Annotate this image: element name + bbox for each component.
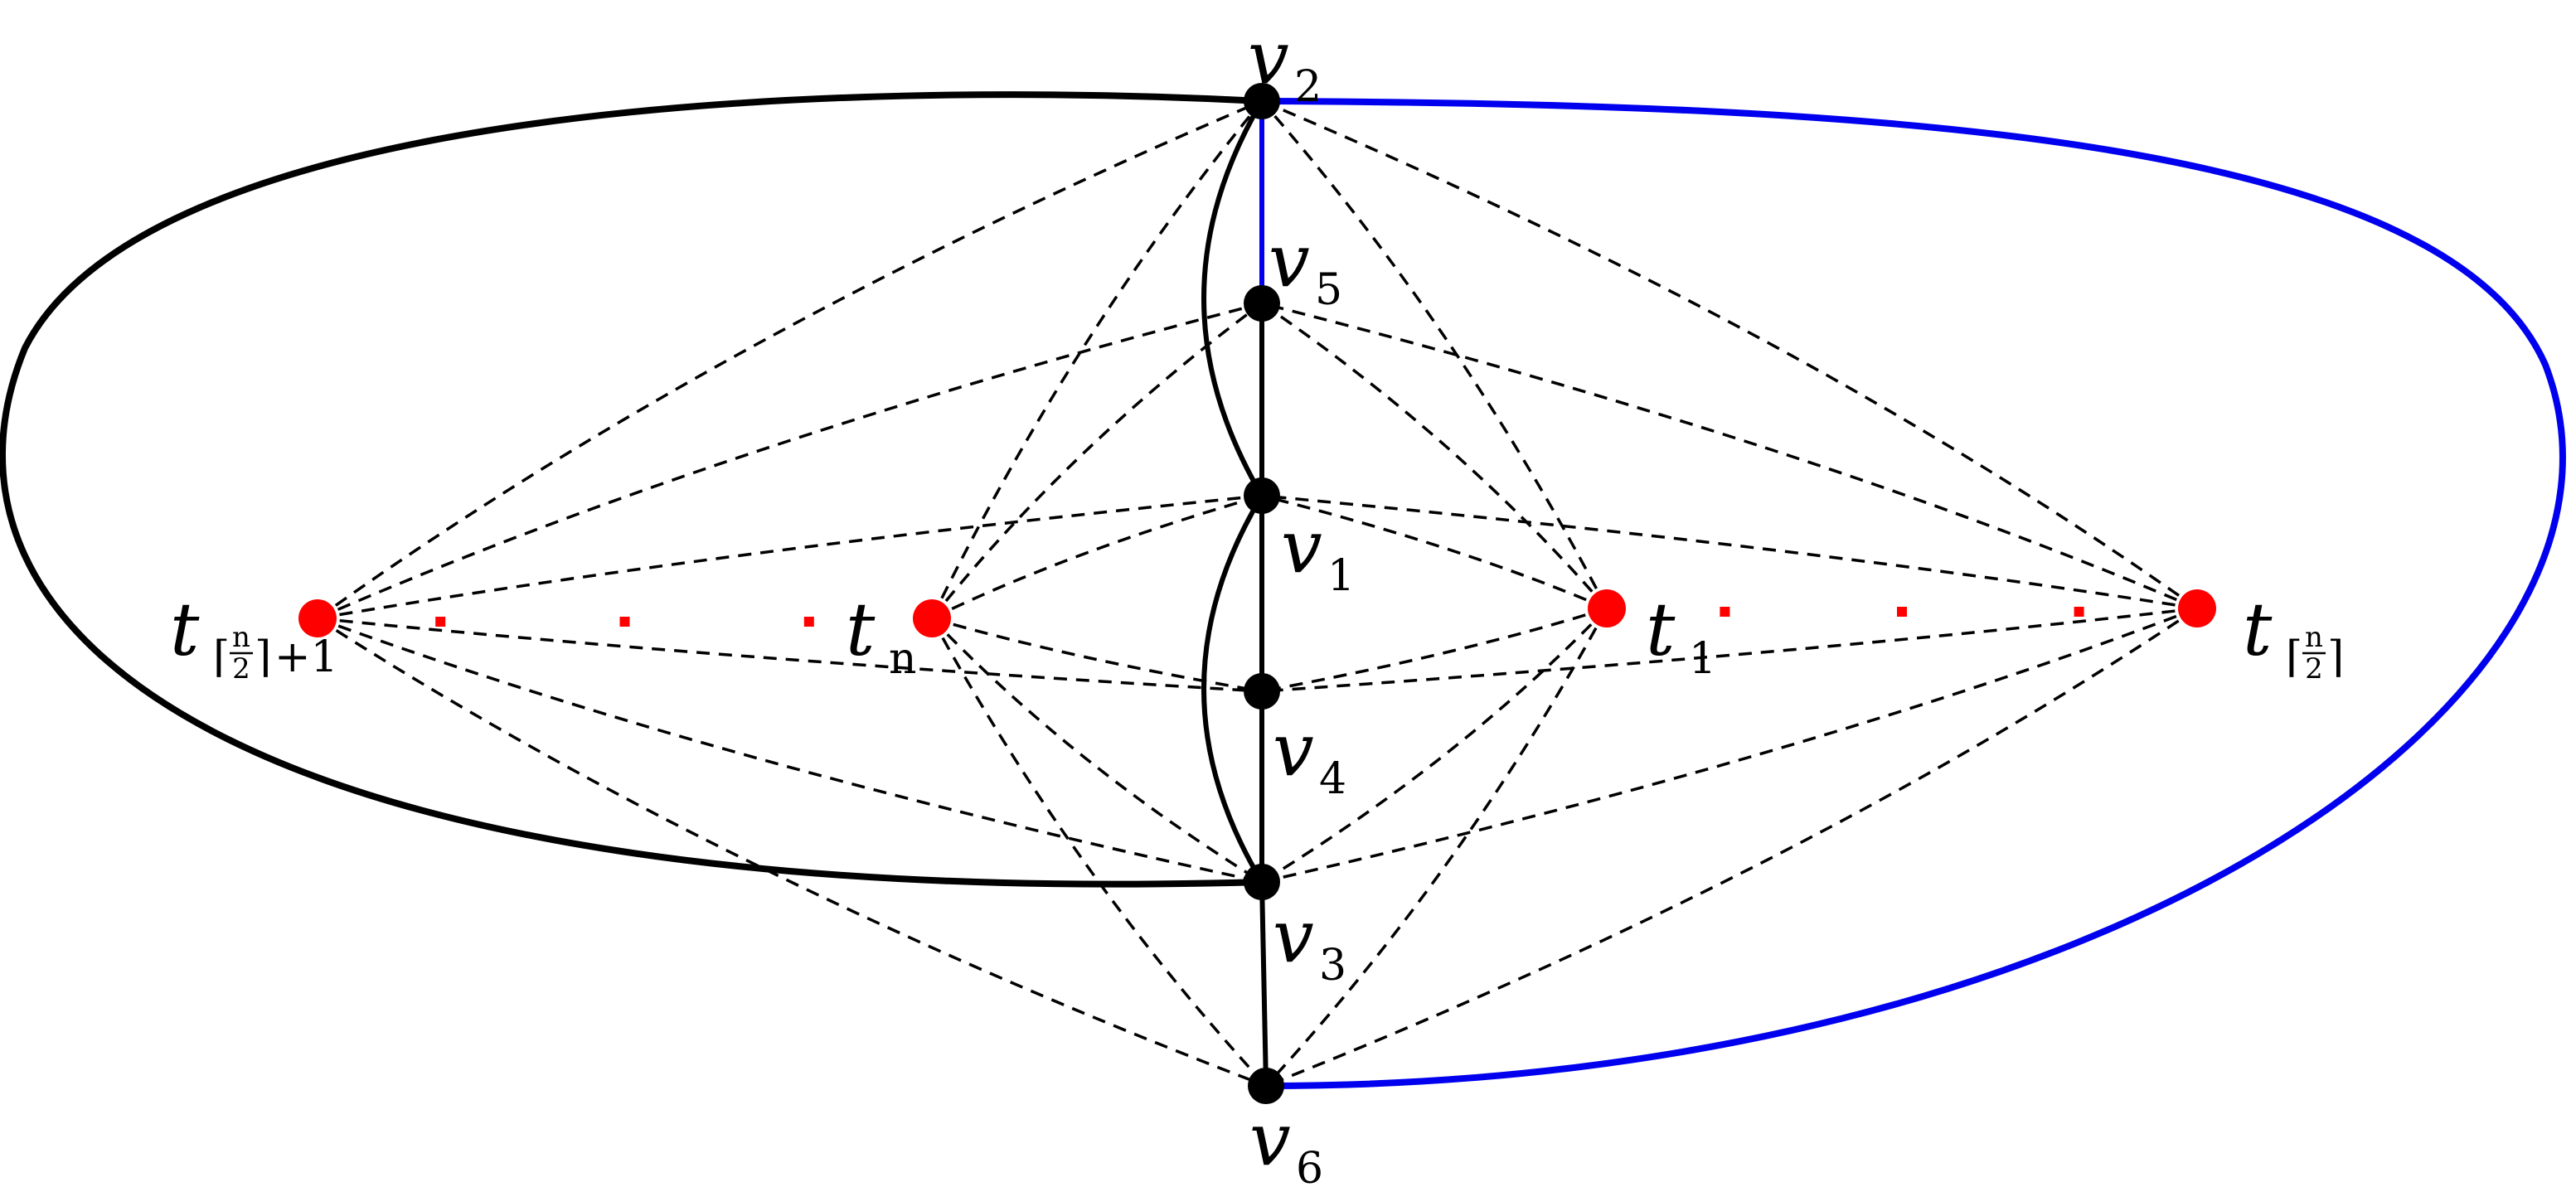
- arc-edge-v2-v1: [1201, 99, 1264, 497]
- vertex-v3: [1244, 864, 1280, 900]
- label-tR-sub-num: n: [2305, 621, 2323, 654]
- dashed-edge-tL-v1: [317, 494, 1263, 620]
- label-t1-sub: 1: [1689, 634, 1716, 684]
- dashed-edge-tn-v4: [931, 617, 1263, 693]
- label-v6-letter: v: [1249, 1097, 1291, 1182]
- label-tL-sub-den: 2: [232, 652, 250, 686]
- label-tR-ceil-right: ⌉: [2327, 632, 2344, 682]
- vertex-t1: [1588, 589, 1626, 627]
- label-tL-ceil-left: ⌈: [213, 632, 230, 682]
- label-tL-ceil-right: ⌉: [255, 632, 271, 682]
- solid-edges: [1201, 99, 1269, 1087]
- label-t1-letter: t: [1646, 587, 1676, 672]
- ellipsis-dots: [435, 607, 2084, 627]
- dashed-edge-tn-v2: [930, 99, 1264, 619]
- dashed-edge-tR-v3: [1261, 607, 2198, 884]
- ellipsis-dot-1-1: [1720, 607, 1730, 617]
- label-v6-sub: 6: [1296, 1144, 1323, 1187]
- dashed-edges: [316, 99, 2199, 1088]
- label-tR: t ⌈n2⌉: [2243, 587, 2344, 686]
- dashed-edge-tR-v4: [1261, 607, 2198, 693]
- outer-edge-v2-v6: [1261, 98, 2566, 1089]
- label-tR-ceil-left: ⌈: [2286, 632, 2302, 682]
- label-v4-sub: 4: [1319, 754, 1346, 804]
- label-tn-sub: n: [889, 634, 917, 684]
- dashed-edge-tL-v2: [316, 99, 1263, 620]
- dashed-edge-t1-v3: [1261, 607, 1608, 884]
- vertex-tL: [298, 599, 337, 637]
- dashed-edge-t1-v1: [1261, 494, 1608, 610]
- ellipsis-dot-0-3: [803, 617, 814, 627]
- dashed-edge-tn-v5: [930, 302, 1264, 620]
- vertices: [298, 83, 2216, 1104]
- dashed-edge-t1-v5: [1261, 302, 1608, 610]
- ellipsis-dot-1-3: [2074, 607, 2084, 617]
- label-tR-letter: t: [2243, 587, 2273, 672]
- arc-edge-v1-v3: [1201, 494, 1264, 884]
- label-v3-sub: 3: [1319, 941, 1346, 991]
- label-tR-sub-den: 2: [2305, 652, 2323, 686]
- label-tL: t ⌈n2⌉+1: [170, 587, 338, 686]
- label-v5-sub: 5: [1315, 265, 1342, 315]
- dashed-edge-tR-v6: [1265, 607, 2198, 1088]
- label-v5-letter: v: [1269, 218, 1310, 303]
- outer-edge-v2-v3: [0, 91, 1263, 888]
- dashed-edge-t1-v6: [1264, 608, 1608, 1088]
- label-v4-letter: v: [1273, 707, 1314, 792]
- label-tn-letter: t: [846, 587, 876, 672]
- dashed-edge-tL-v5: [317, 302, 1263, 620]
- dashed-edge-t1-v4: [1261, 607, 1608, 693]
- vertex-v6: [1248, 1068, 1284, 1104]
- dashed-edge-tn-v3: [930, 617, 1263, 884]
- dashed-edge-tR-v5: [1261, 302, 2198, 610]
- edge-v3-v6: [1259, 881, 1269, 1087]
- outer-boundary-edges: [0, 91, 2566, 1089]
- vertex-v1: [1244, 477, 1280, 514]
- dashed-edge-tn-v1: [931, 494, 1263, 620]
- dashed-edge-tL-v3: [317, 617, 1263, 884]
- label-v1-sub: 1: [1327, 551, 1355, 601]
- ellipsis-dot-0-2: [619, 617, 630, 627]
- ellipsis-dot-1-2: [1897, 607, 1907, 617]
- dashed-edge-tR-v1: [1261, 494, 2198, 610]
- label-tL-sub-suffix: +1: [274, 632, 338, 682]
- label-tL-letter: t: [170, 587, 200, 672]
- vertex-v4: [1244, 673, 1280, 710]
- label-v2-letter: v: [1248, 15, 1289, 100]
- vertex-v5: [1244, 285, 1280, 322]
- label-v1-letter: v: [1281, 504, 1322, 589]
- vertex-v2: [1244, 83, 1280, 119]
- dashed-edge-tL-v6: [317, 617, 1267, 1088]
- dashed-edge-tL-v4: [317, 617, 1263, 693]
- label-v3-letter: v: [1273, 894, 1314, 979]
- dashed-edge-tR-v2: [1261, 99, 2199, 610]
- label-tL-sub-num: n: [232, 621, 250, 654]
- label-v2-sub: 2: [1294, 62, 1322, 112]
- dashed-edge-tn-v6: [930, 618, 1268, 1088]
- ellipsis-dot-0-1: [435, 617, 446, 627]
- vertex-tR: [2178, 589, 2216, 627]
- vertex-tn: [913, 599, 951, 637]
